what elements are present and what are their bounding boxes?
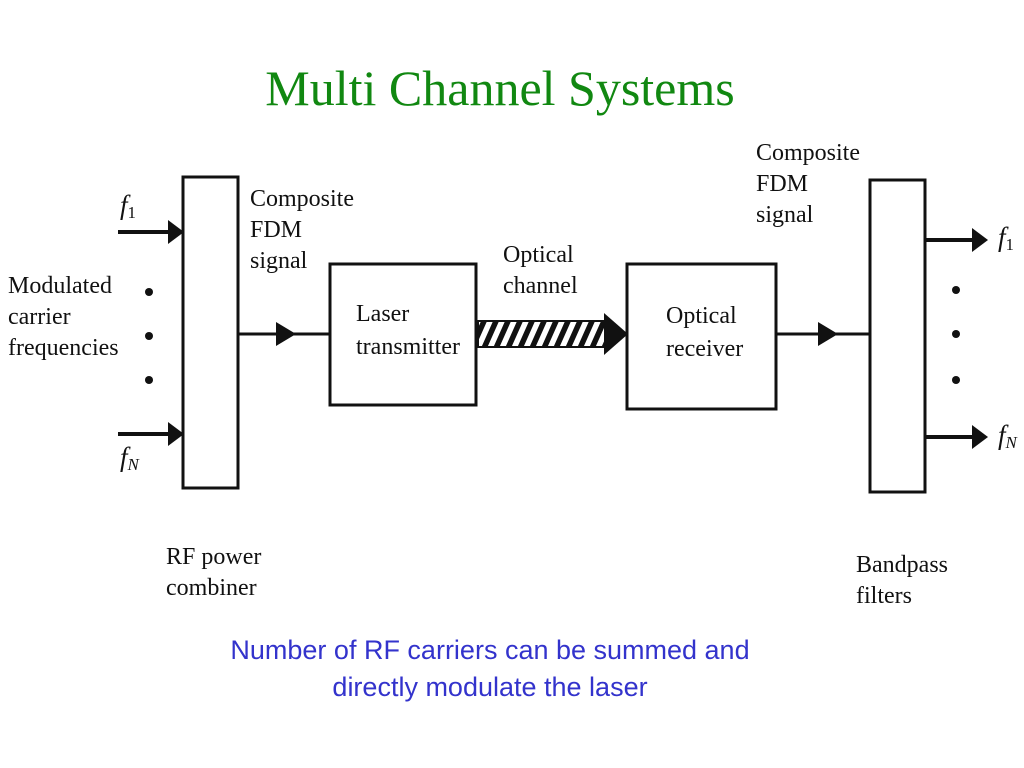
composite-fdm-line: Composite: [250, 186, 355, 212]
rf-combiner-line: combiner: [166, 575, 257, 601]
slide-caption: Number of RF carriers can be summed and …: [110, 632, 870, 706]
laser-transmitter-line: transmitter: [356, 334, 460, 360]
optical-receiver-label: Optical receiver: [666, 300, 743, 366]
laser-transmitter-line: Laser: [356, 301, 410, 327]
output-f1-label: f1: [998, 222, 1015, 254]
input-f1-arrowhead: [168, 220, 184, 244]
bandpass-filters-label: Bandpass filters: [856, 550, 948, 612]
rf-combiner-line: RF power: [166, 544, 262, 570]
rf-combiner-box: [181, 175, 240, 490]
output-f1-arrowhead: [972, 228, 988, 252]
receiver-to-filter-arrowhead: [818, 322, 838, 346]
optical-channel-line: Optical: [503, 242, 574, 268]
combiner-to-laser-arrowhead: [276, 322, 296, 346]
input-fn-arrowhead: [168, 422, 184, 446]
bandpass-filter-box: [868, 178, 927, 494]
output-fn-label: fN: [998, 420, 1017, 452]
composite-fdm-line: signal: [250, 248, 308, 274]
optical-channel-line: channel: [503, 273, 578, 299]
slide-title: Multi Channel Systems: [265, 60, 735, 116]
caption-line: directly modulate the laser: [332, 672, 648, 702]
input-ellipsis-dot: [145, 332, 153, 340]
bandpass-filters-line: filters: [856, 583, 912, 609]
composite-fdm-label-right: Composite FDM signal: [756, 138, 860, 231]
modulated-carrier-line: Modulated: [8, 273, 112, 299]
laser-transmitter-label: Laser transmitter: [356, 298, 460, 364]
modulated-carrier-line: frequencies: [8, 335, 119, 361]
modulated-carrier-line: carrier: [8, 304, 71, 330]
composite-fdm-line: Composite: [756, 140, 861, 166]
input-f1-label: f1: [120, 190, 137, 222]
optical-channel-label: Optical channel: [503, 240, 578, 302]
composite-fdm-line: signal: [756, 202, 814, 228]
composite-fdm-line: FDM: [250, 217, 303, 243]
input-ellipsis-dot: [145, 376, 153, 384]
optical-channel-bar: [477, 320, 607, 348]
output-fn-arrowhead: [972, 425, 988, 449]
composite-fdm-line: FDM: [756, 171, 809, 197]
composite-fdm-label-left: Composite FDM signal: [250, 184, 354, 277]
bandpass-filters-line: Bandpass: [856, 552, 948, 578]
optical-receiver-box: [625, 262, 778, 411]
optical-channel-arrowhead: [604, 313, 628, 355]
output-ellipsis-dot: [952, 286, 960, 294]
modulated-carrier-label: Modulated carrier frequencies: [8, 271, 119, 364]
optical-receiver-line: receiver: [666, 336, 744, 362]
output-ellipsis-dot: [952, 376, 960, 384]
input-ellipsis-dot: [145, 288, 153, 296]
rf-power-combiner-label: RF power combiner: [166, 542, 261, 604]
caption-line: Number of RF carriers can be summed and: [230, 635, 750, 665]
optical-receiver-line: Optical: [666, 303, 737, 329]
input-fn-label: fN: [120, 442, 139, 474]
output-ellipsis-dot: [952, 330, 960, 338]
